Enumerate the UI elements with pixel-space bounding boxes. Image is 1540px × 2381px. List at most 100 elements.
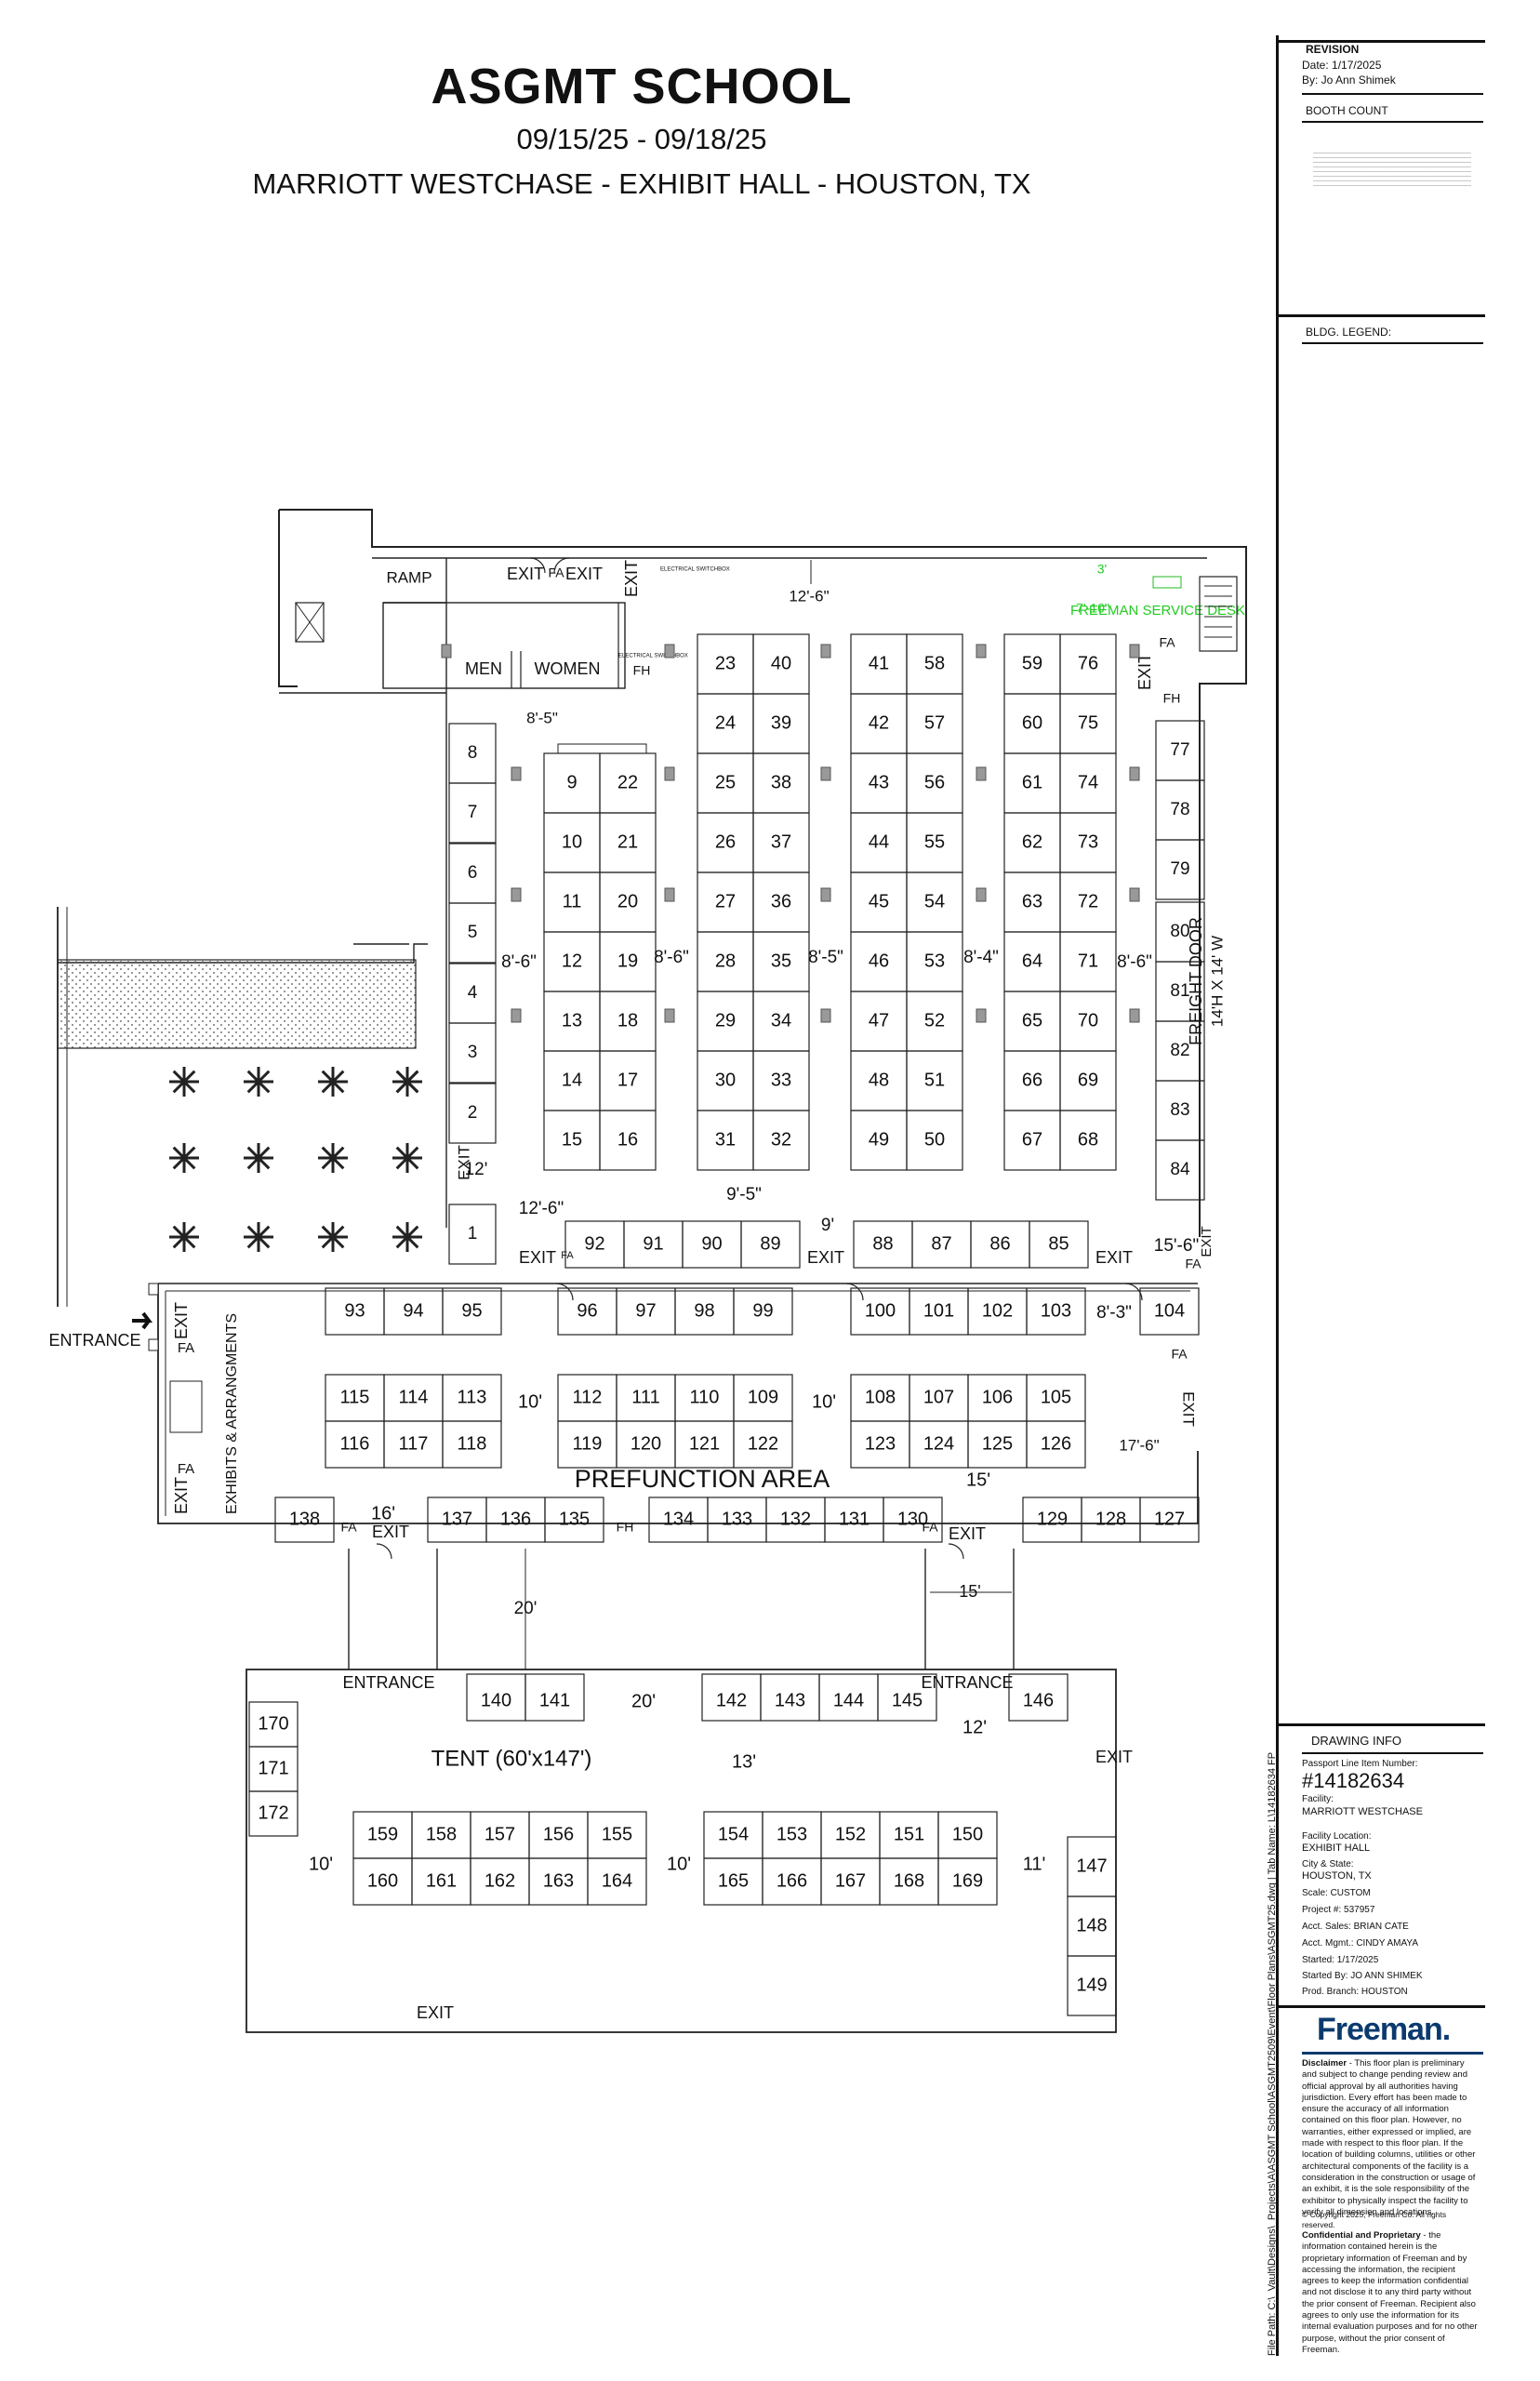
booth-number: 81	[1170, 981, 1189, 1001]
booth-number: 147	[1076, 1856, 1107, 1876]
column	[976, 766, 987, 781]
dim: 15'-6"	[1154, 1236, 1199, 1256]
column	[511, 887, 522, 902]
city-label: City & State:	[1302, 1859, 1354, 1869]
file-path: File Path: C:\_Vault\Designs\_Projects\A…	[1267, 1751, 1278, 2356]
booth-number: 130	[897, 1509, 928, 1529]
booth-number: 63	[1022, 891, 1042, 911]
booth-number: 140	[481, 1690, 511, 1710]
column	[441, 644, 452, 658]
fa-label: FA	[548, 565, 564, 580]
ramp-label: RAMP	[386, 568, 431, 586]
booth-number: 118	[458, 1433, 487, 1454]
fh-label: FH	[633, 663, 651, 678]
booth-number: 144	[833, 1690, 864, 1710]
wall-north	[279, 509, 1247, 1237]
booth-number: 126	[1041, 1433, 1071, 1454]
booth-number: 44	[869, 831, 889, 852]
entrance-arrow	[132, 1311, 153, 1330]
freight-door-label: FREIGHT DOOR	[1187, 917, 1205, 1045]
booth-number: 39	[771, 712, 791, 733]
booth-number: 66	[1022, 1070, 1042, 1090]
booth-number: 120	[631, 1433, 661, 1454]
booth-number: 56	[924, 772, 945, 792]
exit-label: EXIT	[417, 2003, 454, 2022]
booth	[1067, 1955, 1117, 2016]
dim: 10'	[518, 1391, 542, 1412]
scale: Scale: CUSTOM	[1302, 1888, 1371, 1898]
wall	[157, 1284, 1199, 1524]
door-swing	[845, 1283, 864, 1301]
booth	[448, 782, 497, 844]
column	[976, 1008, 987, 1023]
booth	[877, 1673, 937, 1722]
booth-number: 112	[573, 1387, 603, 1407]
booth-number: 57	[924, 712, 945, 733]
booth-number: 119	[573, 1433, 603, 1454]
exit-label: EXIT	[172, 1477, 191, 1514]
booth-number: 84	[1170, 1160, 1190, 1179]
table	[557, 743, 647, 754]
entrance-label: ENTRANCE	[342, 1673, 434, 1692]
event-dates: 09/15/25 - 09/18/25	[516, 123, 767, 155]
booth	[524, 1673, 585, 1722]
exit-label: EXIT	[622, 560, 641, 597]
electrical-label: ELECTRICAL SWITCHBOX	[618, 654, 688, 659]
plant	[404, 1154, 411, 1162]
exit-label: EXIT	[1180, 1391, 1198, 1427]
booth-number: 45	[869, 891, 889, 911]
booth-number: 91	[643, 1233, 663, 1254]
door-swing	[948, 1543, 964, 1560]
booth-number: 127	[1154, 1509, 1185, 1529]
booth-number: 33	[771, 1070, 791, 1090]
confidential: Confidential and Proprietary - the infor…	[1302, 2230, 1478, 2355]
booth-number: 90	[701, 1233, 722, 1254]
booth	[733, 1287, 793, 1336]
dim: 8'-3"	[1096, 1303, 1132, 1323]
fa-label: FA	[922, 1520, 938, 1535]
fh-label: FH	[1163, 691, 1181, 706]
booth-number: 72	[1078, 891, 1098, 911]
booth-number: 46	[869, 951, 889, 971]
booth-number: 1	[468, 1224, 478, 1244]
booth-number: 109	[748, 1387, 778, 1407]
booth-number: 132	[780, 1509, 811, 1529]
restroom-block	[382, 602, 626, 689]
booth-number: 67	[1022, 1129, 1042, 1150]
booth-number: 21	[617, 831, 638, 852]
booth-number: 122	[748, 1433, 778, 1454]
booth-number: 168	[894, 1870, 924, 1891]
booth-number: 166	[777, 1870, 807, 1891]
men-label: MEN	[465, 659, 502, 678]
passport-label: Passport Line Item Number:	[1302, 1759, 1418, 1769]
booth-number: 108	[865, 1387, 896, 1407]
booth-number: 98	[694, 1300, 714, 1321]
stair-x	[295, 602, 325, 643]
booth	[1026, 1287, 1086, 1336]
exit-label: EXIT	[949, 1524, 986, 1543]
plant	[255, 1078, 262, 1085]
booth-number: 158	[426, 1824, 457, 1844]
fh-label: FH	[617, 1520, 634, 1535]
booth-number: 30	[715, 1070, 736, 1090]
revision-date: Date: 1/17/2025	[1302, 59, 1382, 72]
booth-number: 88	[872, 1233, 893, 1254]
booth-number: 22	[617, 772, 638, 792]
booth-number: 38	[771, 772, 791, 792]
booth-number: 43	[869, 772, 889, 792]
booth-number: 40	[771, 653, 791, 673]
booth-number: 79	[1170, 859, 1189, 879]
booth-number: 113	[458, 1387, 487, 1407]
venue-line: MARRIOTT WESTCHASE - EXHIBIT HALL - HOUS…	[252, 167, 1031, 200]
booth-number: 170	[258, 1713, 288, 1734]
dim: 20'	[514, 1599, 538, 1618]
booth-number: 60	[1022, 712, 1042, 733]
dim: 20'	[631, 1691, 656, 1711]
booth-number: 92	[584, 1233, 604, 1254]
booth	[733, 1420, 793, 1469]
booth-number: 73	[1078, 831, 1098, 852]
exit-label: EXIT	[1095, 1748, 1133, 1766]
exit-label: EXIT	[807, 1248, 844, 1267]
column	[1129, 644, 1140, 658]
